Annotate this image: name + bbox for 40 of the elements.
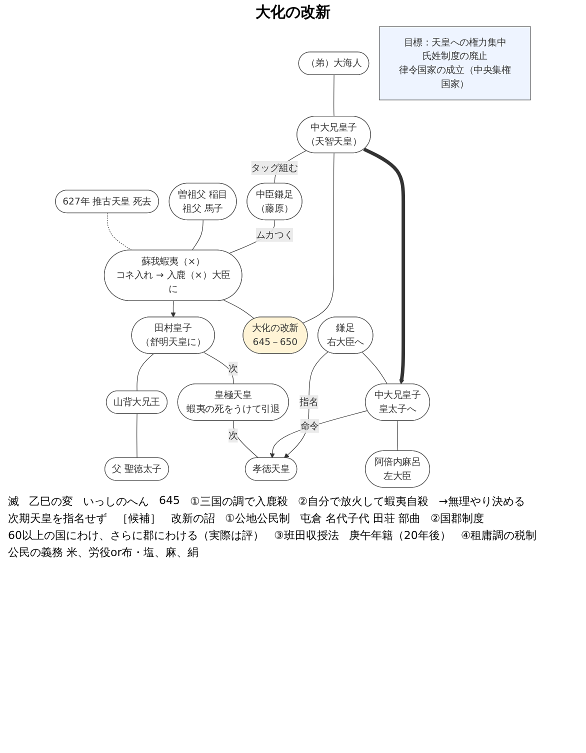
diagram-title: 大化の改新	[254, 3, 332, 22]
connector	[136, 354, 154, 392]
note-text: いっしのへん	[83, 494, 149, 509]
connector	[223, 300, 255, 320]
note-text: 庚午年籍（20年後）	[348, 528, 451, 543]
arrow	[363, 148, 406, 384]
connector	[302, 152, 334, 324]
edge-label: 次	[228, 430, 238, 441]
note-text: 次期天皇を指名せず	[8, 511, 107, 526]
connector	[192, 220, 204, 251]
arrow	[270, 410, 368, 458]
connector	[233, 420, 259, 458]
connector	[106, 212, 132, 251]
note-text: ③班田収授法	[274, 528, 339, 543]
edge-label: 命令	[300, 420, 319, 432]
connector	[397, 420, 398, 452]
note-text: ②自分で放火して蝦夷自殺	[298, 494, 429, 509]
note-text: 滅	[8, 494, 19, 509]
note-text: 改新の詔	[171, 511, 215, 526]
note-text: 公民の義務 米、労役or布・塩、麻、絹	[8, 545, 199, 560]
connector	[203, 352, 234, 384]
note-text: ②国郡制度	[430, 511, 484, 526]
note-text: ④租庸調の税制	[460, 528, 537, 543]
note-text: →無理やり決める	[438, 494, 525, 509]
note-text: 60以上の国にわけ、さらに郡にわける（実際は評）	[8, 528, 264, 543]
note-text: ［候補］	[117, 511, 161, 526]
node-box: 目標：天皇への権力集中 氏姓制度の廃止 律令国家の成立（中央集権国家）	[379, 26, 531, 100]
note-text: 645	[159, 494, 180, 509]
connector	[362, 352, 388, 384]
note-text: ①三国の調で入鹿殺	[190, 494, 288, 509]
edge-label: 指名	[300, 396, 318, 408]
note-text: 乙巳の変	[29, 494, 73, 509]
arrow	[284, 351, 328, 458]
edge-label: タッグ組む	[251, 162, 298, 174]
edge-label: ムカつく	[256, 229, 294, 240]
arrow	[170, 300, 176, 318]
note-text: ①公地公民制	[225, 511, 290, 526]
note-text: 屯倉 名代子代 田荘 部曲	[300, 511, 420, 526]
connector	[136, 413, 138, 458]
edge-label: 次	[228, 362, 238, 374]
